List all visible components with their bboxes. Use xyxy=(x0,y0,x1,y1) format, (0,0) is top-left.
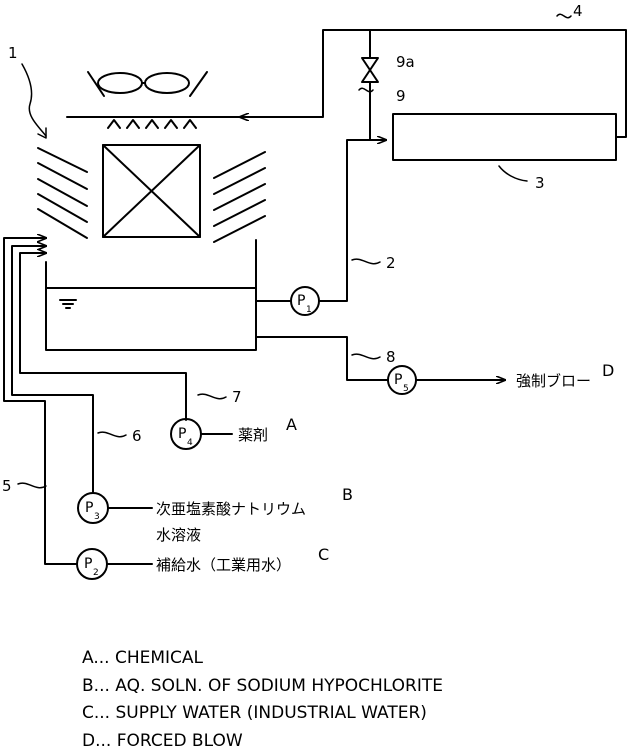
hypochlorite-label-line1: 次亜塩素酸ナトリウム xyxy=(156,500,306,518)
legend: A... CHEMICAL B... AQ. SOLN. OF SODIUM H… xyxy=(82,645,443,755)
spray-distributor xyxy=(67,117,240,128)
hypochlorite-letter: B xyxy=(342,485,353,504)
forced-blow-letter: D xyxy=(602,361,614,380)
chemical-label: 薬剤 xyxy=(238,426,268,444)
ref-1-label: 1 xyxy=(8,44,18,62)
ref-8-label: 8 xyxy=(386,348,396,366)
legend-item-b: B... AQ. SOLN. OF SODIUM HYPOCHLORITE xyxy=(82,673,443,701)
svg-text:2: 2 xyxy=(93,568,99,578)
pump-p4-label: P 4 xyxy=(178,426,193,448)
svg-text:5: 5 xyxy=(403,384,409,394)
svg-text:P: P xyxy=(178,426,186,442)
line-7 xyxy=(20,253,232,434)
louvers-left xyxy=(38,148,87,238)
ref-2-label: 2 xyxy=(386,254,396,272)
svg-text:P: P xyxy=(394,372,402,388)
louvers-right xyxy=(214,152,265,242)
ref-7-label: 7 xyxy=(232,388,242,406)
ref-3-label: 3 xyxy=(535,174,545,192)
valve-9a-icon xyxy=(362,58,378,82)
svg-text:P: P xyxy=(85,500,93,516)
ref-5-label: 5 xyxy=(2,477,12,495)
heat-exchanger xyxy=(393,114,616,160)
svg-text:1: 1 xyxy=(306,305,312,315)
ref-9-label: 9 xyxy=(396,87,406,105)
ref-6-label: 6 xyxy=(132,427,142,445)
fan-icon xyxy=(88,72,207,96)
line-4 xyxy=(240,30,626,137)
svg-text:3: 3 xyxy=(94,512,100,522)
pump-p5-label: P 5 xyxy=(394,372,409,394)
legend-item-c: C... SUPPLY WATER (INDUSTRIAL WATER) xyxy=(82,700,443,728)
tower-fill xyxy=(103,145,200,237)
legend-item-a: A... CHEMICAL xyxy=(82,645,443,673)
line-5 xyxy=(4,238,152,564)
svg-text:P: P xyxy=(297,293,305,309)
pump-p1-label: P 1 xyxy=(297,293,312,315)
legend-item-d: D... FORCED BLOW xyxy=(82,728,443,755)
ref-9a-label: 9a xyxy=(396,53,415,71)
supply-water-label: 補給水（工業用水） xyxy=(156,556,291,574)
supply-water-letter: C xyxy=(318,545,329,564)
hypochlorite-label-line2: 水溶液 xyxy=(156,526,201,544)
line-8 xyxy=(256,337,505,380)
line-2 xyxy=(256,140,386,301)
svg-text:P: P xyxy=(84,556,92,572)
pump-p2-label: P 2 xyxy=(84,556,99,578)
line-6 xyxy=(12,246,152,508)
forced-blow-label: 強制ブロー xyxy=(516,372,591,390)
ref-4-label: 4 xyxy=(573,2,583,20)
chemical-letter: A xyxy=(286,415,297,434)
pump-p3-label: P 3 xyxy=(85,500,100,522)
water-basin xyxy=(46,240,256,350)
svg-text:4: 4 xyxy=(187,438,193,448)
